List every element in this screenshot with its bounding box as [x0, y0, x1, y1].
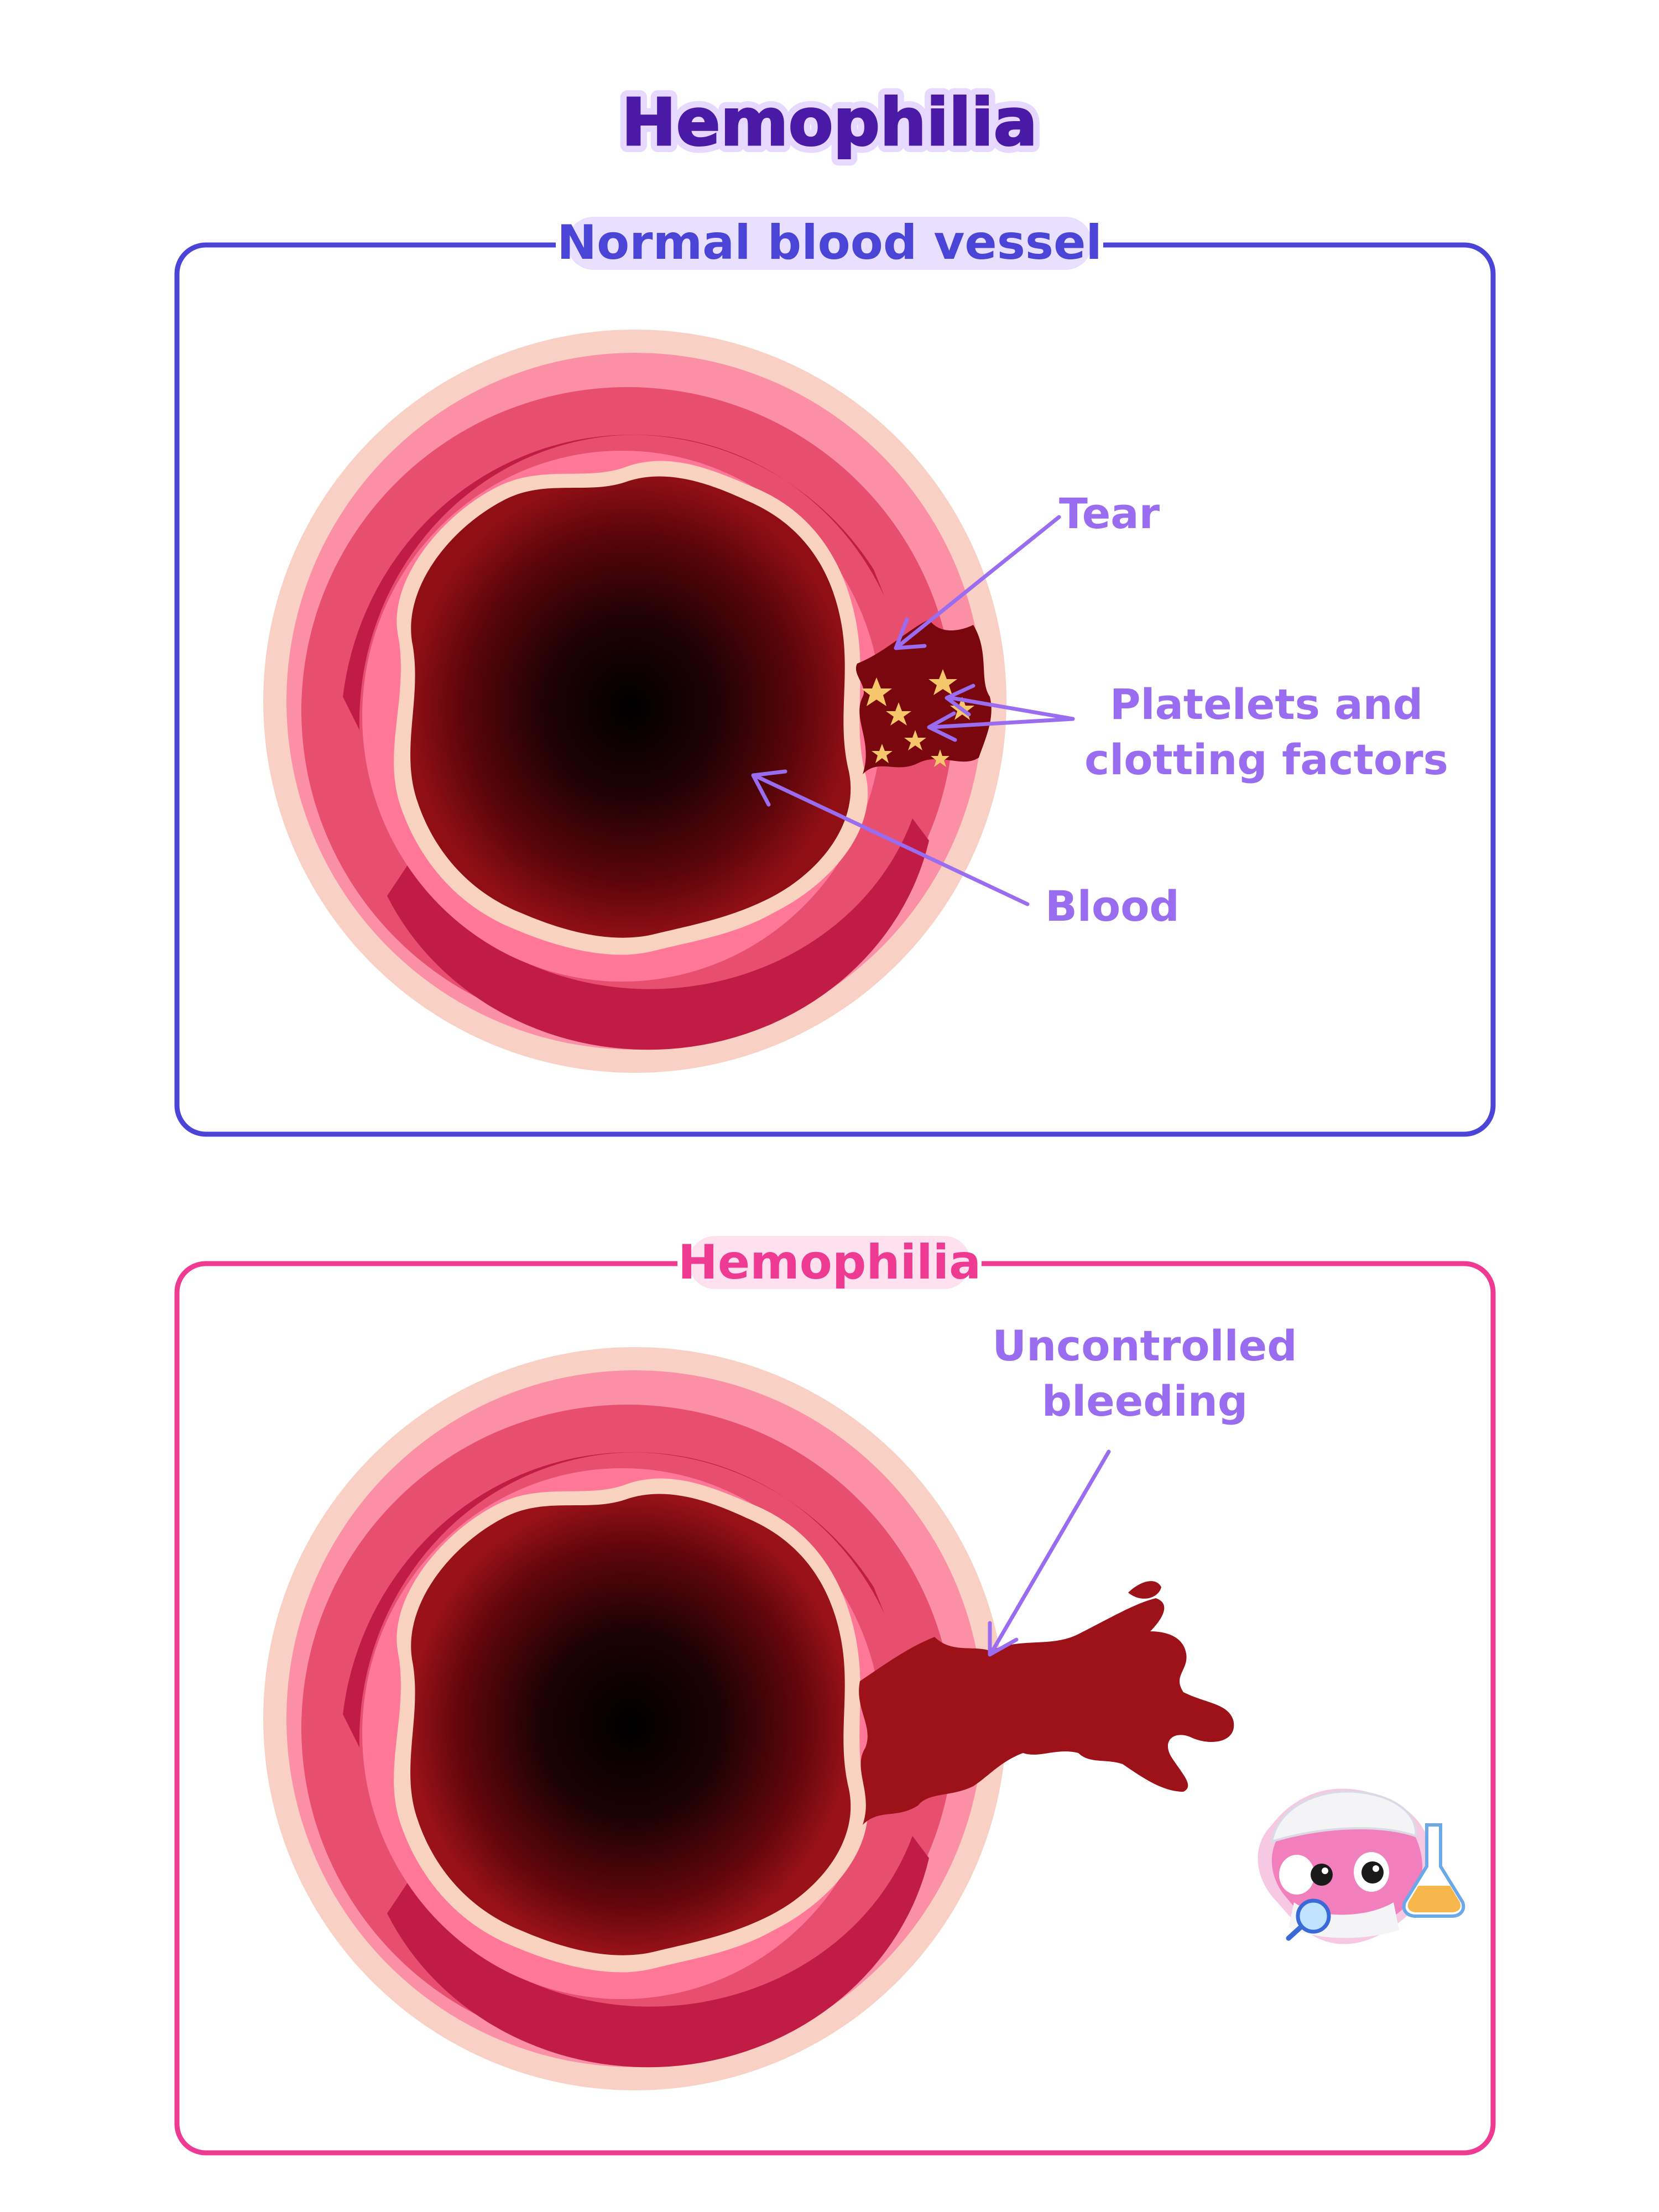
platelets-arrow-2-head [927, 711, 957, 742]
scientist-mascot [1258, 1788, 1465, 1944]
panel-hemophilia-title-pill [688, 1236, 971, 1289]
blood-arrow-head [751, 769, 787, 807]
platelets-arrow-2 [930, 717, 1075, 729]
panel-normal-title: Normal blood vessel [557, 215, 1102, 270]
platelet-star [886, 702, 911, 726]
magnifier-icon [1296, 1898, 1331, 1934]
platelets-label-line1: Platelets and [1110, 680, 1423, 729]
hemophilia-arrows [988, 1449, 1111, 1657]
tear-clot [855, 619, 992, 774]
vessel-dark-band-bottom [387, 818, 929, 1050]
tear-arrow [896, 515, 1061, 648]
tear-label: Tear [1059, 489, 1160, 538]
mascot-eye-right [1361, 1861, 1384, 1884]
bleeding-label-line2: bleeding [1042, 1376, 1248, 1426]
magnifier-handle [1286, 1924, 1303, 1941]
blood-arrow [755, 775, 1030, 906]
vessel-dark-band-bottom [387, 1836, 929, 2068]
platelets-arrow-1-head [945, 684, 975, 717]
page-title-outline: Hemophilia [622, 84, 1037, 160]
platelet-star [861, 677, 892, 706]
platelet-star [931, 749, 950, 767]
panel-normal-title-pill [567, 217, 1092, 270]
mascot-eye-shine-left [1322, 1867, 1328, 1874]
platelets-arrow-1 [949, 696, 1075, 721]
platelets-label-line2: clotting factors [1084, 735, 1448, 784]
normal-arrows [751, 515, 1075, 906]
panel-hemophilia: Hemophilia Uncontrolled bleeding [174, 1227, 1496, 2156]
page-title-text: Hemophilia [622, 84, 1037, 160]
bleeding-arrow-head [988, 1621, 1019, 1657]
bleeding-arrow [989, 1449, 1111, 1656]
mascot-eye-patch-left [1279, 1855, 1314, 1895]
panel-normal: Normal blood vessel [174, 207, 1496, 1137]
mascot-eye-left [1311, 1864, 1333, 1886]
bleeding-label-line1: Uncontrolled [992, 1321, 1297, 1370]
mascot-eye-shine-right [1373, 1865, 1379, 1872]
platelet-star [904, 730, 926, 750]
hemophilia-vessel [263, 1347, 1234, 2090]
flask-liquid [1407, 1886, 1461, 1912]
blood [410, 476, 851, 938]
blood-label: Blood [1045, 881, 1180, 931]
platelet-star [872, 744, 893, 763]
platelets [861, 669, 974, 767]
bleeding-splash [859, 1598, 1234, 1825]
panel-hemophilia-title: Hemophilia [678, 1235, 981, 1290]
normal-vessel [263, 330, 1006, 1073]
blood-droplet [1128, 1581, 1161, 1599]
platelet-star [928, 669, 957, 695]
tear-arrow-head [894, 617, 927, 650]
page-title: Hemophilia Hemophilia [614, 77, 1045, 168]
blood [410, 1494, 851, 1955]
mascot-cap [1270, 1790, 1417, 1843]
